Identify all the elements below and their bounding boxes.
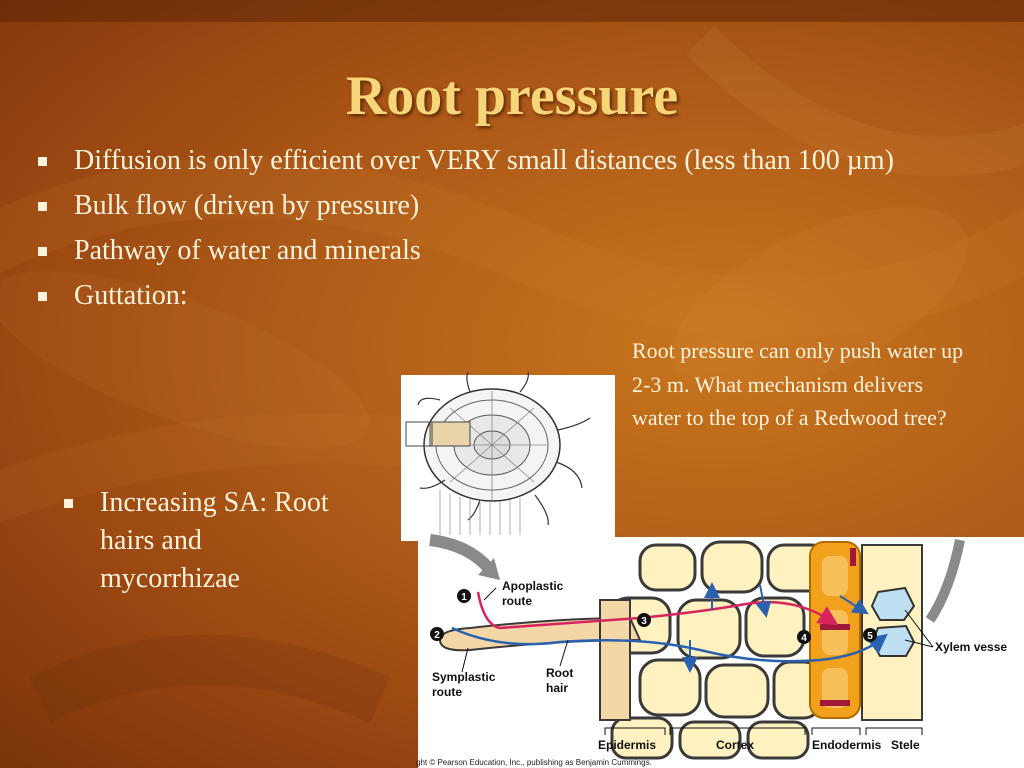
label-symplastic-route: route <box>432 685 462 699</box>
label-apoplastic: Apoplastic <box>502 579 564 593</box>
bullet-item: Guttation: <box>36 278 896 313</box>
bullet-square-icon <box>38 202 47 211</box>
label-xylem: Xylem vesse <box>935 640 1007 654</box>
copyright-note: ght © Pearson Education, Inc., publishin… <box>416 758 652 767</box>
tissue-detail-diagram: 1 2 3 4 5 Apoplastic route Symplastic ro… <box>416 534 1024 768</box>
marker-1: 1 <box>461 592 467 603</box>
bullet-square-icon <box>38 247 47 256</box>
marker-3: 3 <box>641 616 647 627</box>
label-root: Root <box>546 666 573 680</box>
label-symplastic: Symplastic <box>432 670 496 684</box>
bullet-item: Diffusion is only efficient over VERY sm… <box>36 143 896 178</box>
step-markers: 1 2 3 4 5 <box>430 589 877 644</box>
cortex-cells <box>608 540 830 760</box>
bullet-square-icon <box>38 292 47 301</box>
symplastic-route-line <box>451 626 888 663</box>
bullet-item: Increasing SA: Root hairs and mycorrhiza… <box>62 484 342 598</box>
label-cortex: Cortex <box>716 738 754 752</box>
endodermis-band <box>809 541 861 719</box>
label-endodermis: Endodermis <box>812 738 882 752</box>
label-hair: hair <box>546 681 568 695</box>
label-stele: Stele <box>891 738 920 752</box>
label-epidermis: Epidermis <box>598 738 656 752</box>
bullet-list: Diffusion is only efficient over VERY sm… <box>36 143 896 323</box>
marker-5: 5 <box>867 631 873 642</box>
marker-4: 4 <box>801 633 807 644</box>
root-cross-section-inset <box>401 371 615 541</box>
bullet-item: Bulk flow (driven by pressure) <box>36 188 896 223</box>
callout-question: Root pressure can only push water up 2-3… <box>632 338 964 430</box>
bullet-square-icon <box>38 157 47 166</box>
slide-title: Root pressure <box>345 65 679 127</box>
bullet-square-icon <box>64 499 73 508</box>
marker-2: 2 <box>434 630 440 641</box>
label-apoplastic-route: route <box>502 594 532 608</box>
bullet-item: Pathway of water and minerals <box>36 233 896 268</box>
sub-bullet-list: Increasing SA: Root hairs and mycorrhiza… <box>62 484 342 598</box>
